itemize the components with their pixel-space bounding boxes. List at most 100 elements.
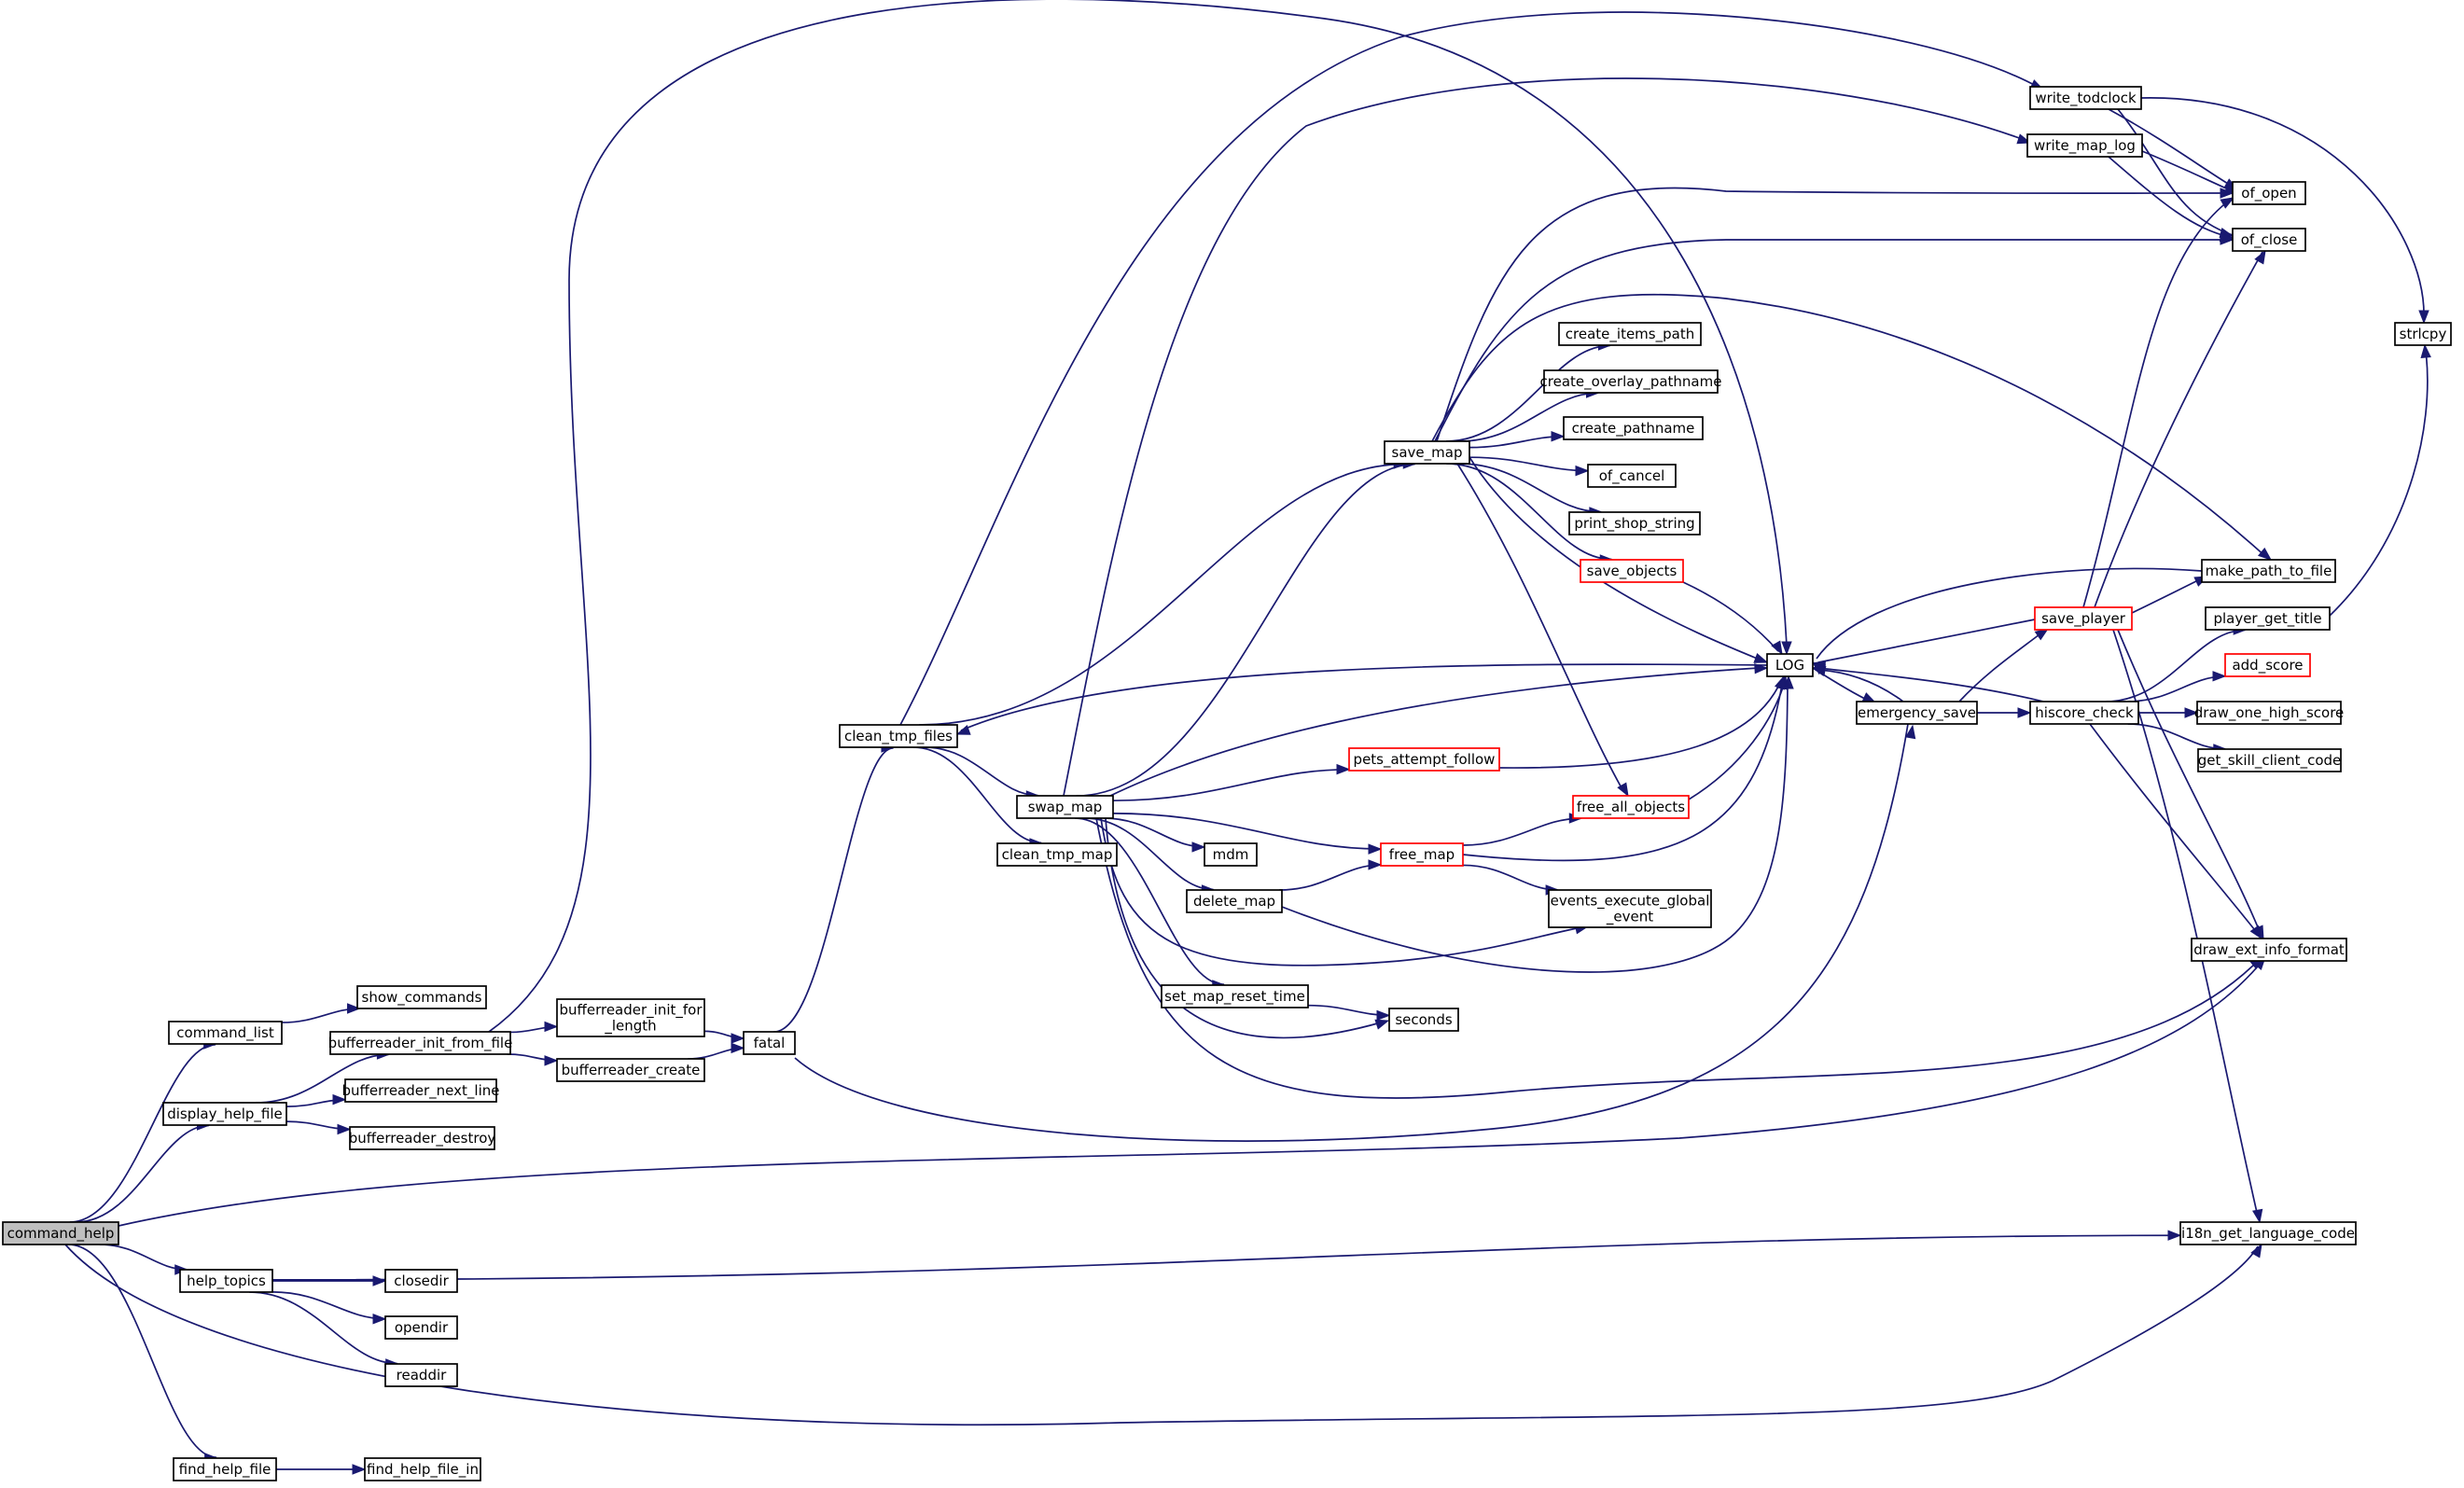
node-bufferreader-next-line[interactable]: bufferreader_next_line	[342, 1078, 500, 1103]
node-label: closedir	[394, 1272, 449, 1289]
node-bufferreader-init-for-length[interactable]: bufferreader_init_for_length	[556, 998, 705, 1037]
node-box	[2, 1221, 119, 1245]
node-show-commands[interactable]: show_commands	[356, 985, 487, 1009]
node-save-map[interactable]: save_map	[1384, 440, 1470, 465]
node-create-overlay-pathname[interactable]: create_overlay_pathname	[1540, 369, 1722, 394]
edge-clean_tmp_files-to-write_todclock	[899, 11, 2045, 726]
node-save-objects[interactable]: save_objects	[1580, 559, 1684, 583]
node-command-help[interactable]: command_help	[2, 1221, 119, 1245]
node-box	[1348, 747, 1500, 772]
node-label: bufferreader_next_line	[342, 1082, 500, 1100]
node-box	[2191, 938, 2347, 962]
node-of-open[interactable]: of_open	[2232, 181, 2306, 205]
node-fatal[interactable]: fatal	[743, 1031, 796, 1055]
node-bufferreader-init-from-file[interactable]: bufferreader_init_from_file	[328, 1031, 513, 1055]
edge-write_todclock-to-of_close	[2117, 108, 2234, 239]
node-box	[1766, 653, 1814, 677]
node-label: make_path_to_file	[2206, 563, 2332, 580]
node-box	[356, 985, 487, 1009]
node-of-close[interactable]: of_close	[2232, 228, 2306, 252]
node-label: command_help	[7, 1225, 115, 1243]
node-of-cancel[interactable]: of_cancel	[1587, 464, 1677, 488]
node-mdm[interactable]: mdm	[1204, 842, 1258, 867]
node-find-help-file[interactable]: find_help_file	[173, 1457, 277, 1481]
node-create-items-path[interactable]: create_items_path	[1558, 322, 1702, 346]
node-draw-one-high-score[interactable]: draw_one_high_score	[2194, 701, 2345, 725]
edge-bufferreader_init_from_file-to-bufferreader_create	[507, 1053, 559, 1066]
node-clean-tmp-files[interactable]: clean_tmp_files	[839, 724, 958, 748]
edge-write_todclock-to-strlcpy	[2140, 97, 2429, 325]
node-draw-ext-info-format[interactable]: draw_ext_info_format	[2191, 938, 2347, 962]
edge-bufferreader_init_from_file-to-bufferreader_init_for_length	[509, 1021, 559, 1034]
node-label: of_open	[2241, 185, 2296, 202]
node-i18n-get-language-code[interactable]: i18n_get_language_code	[2179, 1221, 2357, 1245]
edge-set_map_reset_time-to-seconds	[1307, 1004, 1391, 1022]
node-label: command_list	[176, 1024, 274, 1042]
node-box	[1580, 559, 1684, 583]
node-set-map-reset-time[interactable]: set_map_reset_time	[1161, 984, 1309, 1008]
node-label: fatal	[754, 1035, 786, 1051]
node-get-skill-client-code[interactable]: get_skill_client_code	[2197, 748, 2342, 772]
edge-hiscore_check-to-add_score	[2127, 671, 2227, 702]
node-events-execute-global-event[interactable]: events_execute_global_event	[1548, 889, 1712, 928]
node-add-score[interactable]: add_score	[2224, 653, 2311, 677]
node-label: free_map	[1389, 846, 1455, 864]
edge-save_player-to-of_open	[2082, 197, 2235, 608]
node-bufferreader-create[interactable]: bufferreader_create	[556, 1058, 705, 1082]
edge-LOG-to-clean_tmp_files	[955, 663, 1768, 735]
node-clean-tmp-map[interactable]: clean_tmp_map	[996, 842, 1118, 867]
node-box	[2394, 322, 2452, 346]
node-player-get-title[interactable]: player_get_title	[2205, 606, 2331, 631]
node-readdir[interactable]: readdir	[384, 1363, 458, 1387]
node-label: save_map	[1392, 444, 1463, 462]
node-strlcpy[interactable]: strlcpy	[2394, 322, 2452, 346]
edge-save_map-to-LOG	[1469, 456, 1769, 663]
node-box	[179, 1269, 273, 1293]
node-command-list[interactable]: command_list	[168, 1021, 283, 1045]
node-box	[1161, 984, 1309, 1008]
node-label: bufferreader_create	[562, 1062, 701, 1079]
edge-command_help-to-command_list	[69, 1038, 218, 1223]
node-seconds[interactable]: seconds	[1388, 1008, 1459, 1032]
node-box	[2034, 606, 2133, 631]
edge-swap_map-to-mdm	[1104, 817, 1206, 853]
edge-save_map-to-of_close	[1434, 234, 2234, 442]
node-LOG[interactable]: LOG	[1766, 653, 1814, 677]
node-delete-map[interactable]: delete_map	[1186, 889, 1283, 913]
node-box	[2197, 748, 2342, 772]
node-write-map-log[interactable]: write_map_log	[2026, 133, 2143, 158]
node-free-map[interactable]: free_map	[1380, 842, 1464, 867]
node-box	[996, 842, 1118, 867]
node-label: delete_map	[1193, 893, 1275, 911]
node-pets-attempt-follow[interactable]: pets_attempt_follow	[1348, 747, 1500, 772]
node-hiscore-check[interactable]: hiscore_check	[2029, 701, 2139, 725]
node-emergency-save[interactable]: emergency_save	[1856, 701, 1978, 725]
edge-save_player-to-of_close	[2094, 249, 2266, 608]
node-free-all-objects[interactable]: free_all_objects	[1572, 795, 1690, 819]
edge-display_help_file-to-bufferreader_next_line	[285, 1093, 347, 1107]
edge-command_help-to-i18n_get_language_code	[64, 1243, 2262, 1426]
node-make-path-to-file[interactable]: make_path_to_file	[2201, 559, 2336, 583]
node-label: create_overlay_pathname	[1540, 373, 1722, 391]
edge-emergency_save-to-hiscore_check	[1977, 707, 2032, 718]
node-find-help-file-in[interactable]: find_help_file_in	[364, 1457, 481, 1481]
node-write-todclock[interactable]: write_todclock	[2029, 86, 2142, 110]
edge-write_map_log-to-of_close	[2108, 156, 2234, 243]
node-label: set_map_reset_time	[1164, 988, 1305, 1006]
node-display-help-file[interactable]: display_help_file	[162, 1102, 287, 1126]
node-bufferreader-destroy[interactable]: bufferreader_destroy	[349, 1126, 496, 1150]
node-label: create_pathname	[1572, 420, 1695, 438]
node-box	[384, 1363, 458, 1387]
node-opendir[interactable]: opendir	[384, 1315, 458, 1340]
node-create-pathname[interactable]: create_pathname	[1563, 416, 1704, 440]
node-save-player[interactable]: save_player	[2034, 606, 2133, 631]
node-closedir[interactable]: closedir	[384, 1269, 458, 1293]
node-swap-map[interactable]: swap_map	[1016, 795, 1114, 819]
node-help-topics[interactable]: help_topics	[179, 1269, 273, 1293]
node-box	[1543, 369, 1719, 394]
edge-hiscore_check-to-draw_one_high_score	[2138, 707, 2199, 718]
node-print-shop-string[interactable]: print_shop_string	[1568, 511, 1701, 535]
node-box	[2179, 1221, 2357, 1245]
edge-save_map-to-make_path_to_file	[1431, 293, 2273, 561]
